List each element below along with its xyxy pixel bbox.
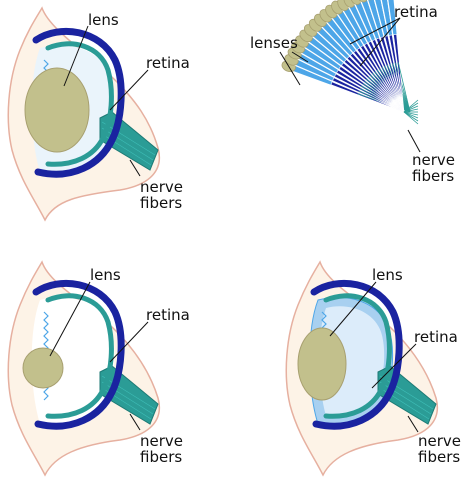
label-lens: lens <box>372 266 403 284</box>
leader-nerve <box>408 130 420 152</box>
label-lens: lens <box>88 11 119 29</box>
panel-bottom-right: lens retina nerve fibers <box>286 262 461 475</box>
panel-bottom-left: lens retina nerve fibers <box>8 262 190 475</box>
label-retina: retina <box>414 328 458 346</box>
label-retina: retina <box>146 54 190 72</box>
label-fibers: fibers <box>418 448 460 466</box>
lens-shape <box>23 348 63 388</box>
lens-shape <box>298 328 346 400</box>
label-fibers: fibers <box>412 167 454 185</box>
lens-shape <box>25 68 89 152</box>
label-retina: retina <box>146 306 190 324</box>
label-retina: retina <box>394 3 438 21</box>
panel-top-left: lens retina nerve fibers <box>8 8 190 220</box>
label-lenses: lenses <box>250 34 298 52</box>
panel-top-right: lenses retina nerve fibers <box>250 0 455 185</box>
label-fibers: fibers <box>140 448 182 466</box>
label-fibers: fibers <box>140 194 182 212</box>
label-lens: lens <box>90 266 121 284</box>
